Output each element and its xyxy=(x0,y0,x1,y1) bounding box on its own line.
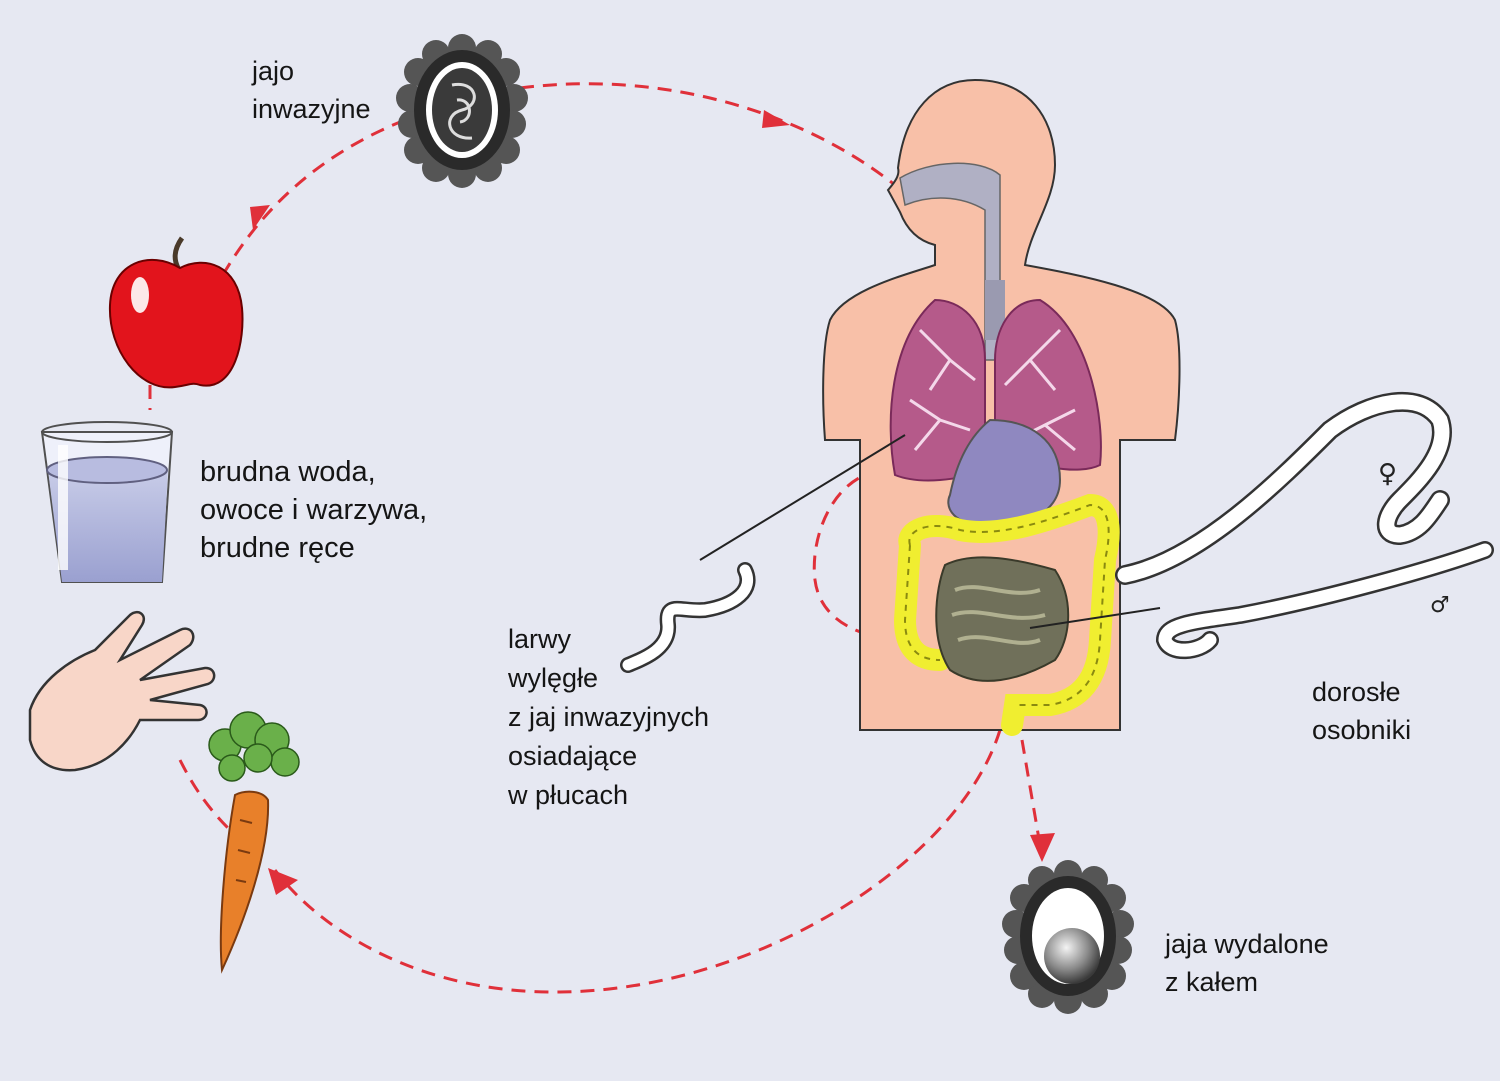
sources-label-line: owoce i warzywa, xyxy=(200,494,428,526)
arrowhead-2 xyxy=(250,205,270,230)
female-symbol: ♀ xyxy=(1378,459,1397,489)
larvae-label: larwy wylęgłe z jaj inwazyjnych osiadają… xyxy=(508,620,709,815)
arrow-body-to-carrot xyxy=(273,729,1002,994)
infective-egg-label: jajo inwazyjne xyxy=(252,52,371,128)
arrowhead-1 xyxy=(762,110,790,128)
adult-female-worm-icon xyxy=(1115,391,1452,585)
trachea xyxy=(985,280,1005,340)
arrow-food-to-egg xyxy=(218,118,406,281)
excreted-eggs-label-line: jaja wydalone xyxy=(1165,929,1329,959)
infective-egg-label-line: inwazyjne xyxy=(252,94,371,124)
larvae-pointer xyxy=(699,434,906,561)
larvae-label-line: w płucach xyxy=(508,780,629,810)
larvae-label-line: osiadające xyxy=(508,741,638,771)
carrot-icon xyxy=(208,711,300,974)
sources-label-line: brudna woda, xyxy=(200,456,376,488)
adults-label-line: dorosłe xyxy=(1312,677,1401,707)
excreted-eggs-label-line: z kałem xyxy=(1165,967,1259,997)
sources-label: brudna woda, owoce i warzywa, brudne ręc… xyxy=(200,453,427,567)
water-glass-icon xyxy=(40,421,174,583)
left-lung xyxy=(889,298,986,482)
arrow-intestine-to-excreted-egg xyxy=(1020,739,1042,846)
arrowhead-3 xyxy=(268,868,298,895)
small-intestine xyxy=(935,556,1070,682)
adult-male-worm-icon xyxy=(1155,541,1494,660)
male-symbol: ♂ xyxy=(1430,593,1450,618)
adults-pointer xyxy=(1029,607,1161,629)
throat xyxy=(899,162,1001,361)
excreted-egg-icon xyxy=(1002,860,1134,1014)
larva-icon xyxy=(620,562,756,673)
human-body-icon xyxy=(822,78,1181,736)
hand-icon xyxy=(28,610,216,772)
adults-label-line: osobniki xyxy=(1312,715,1412,745)
arrow-hand-to-carrot xyxy=(178,759,232,832)
arrowhead-4 xyxy=(1030,833,1055,862)
arrow-egg-to-mouth xyxy=(519,82,896,187)
pointer-lines xyxy=(699,434,1161,629)
infective-egg-icon xyxy=(396,34,528,188)
larvae-label-line: wylęgłe xyxy=(508,663,599,693)
sources-label-line: brudne ręce xyxy=(200,532,355,564)
infective-egg-label-line: jajo xyxy=(252,56,295,86)
larvae-label-line: z jaj inwazyjnych xyxy=(508,702,710,732)
apple-icon xyxy=(108,236,244,389)
adults-label: dorosłe osobniki xyxy=(1312,673,1411,749)
excreted-eggs-label: jaja wydalone z kałem xyxy=(1165,925,1329,1001)
larvae-label-line: larwy xyxy=(508,624,572,654)
